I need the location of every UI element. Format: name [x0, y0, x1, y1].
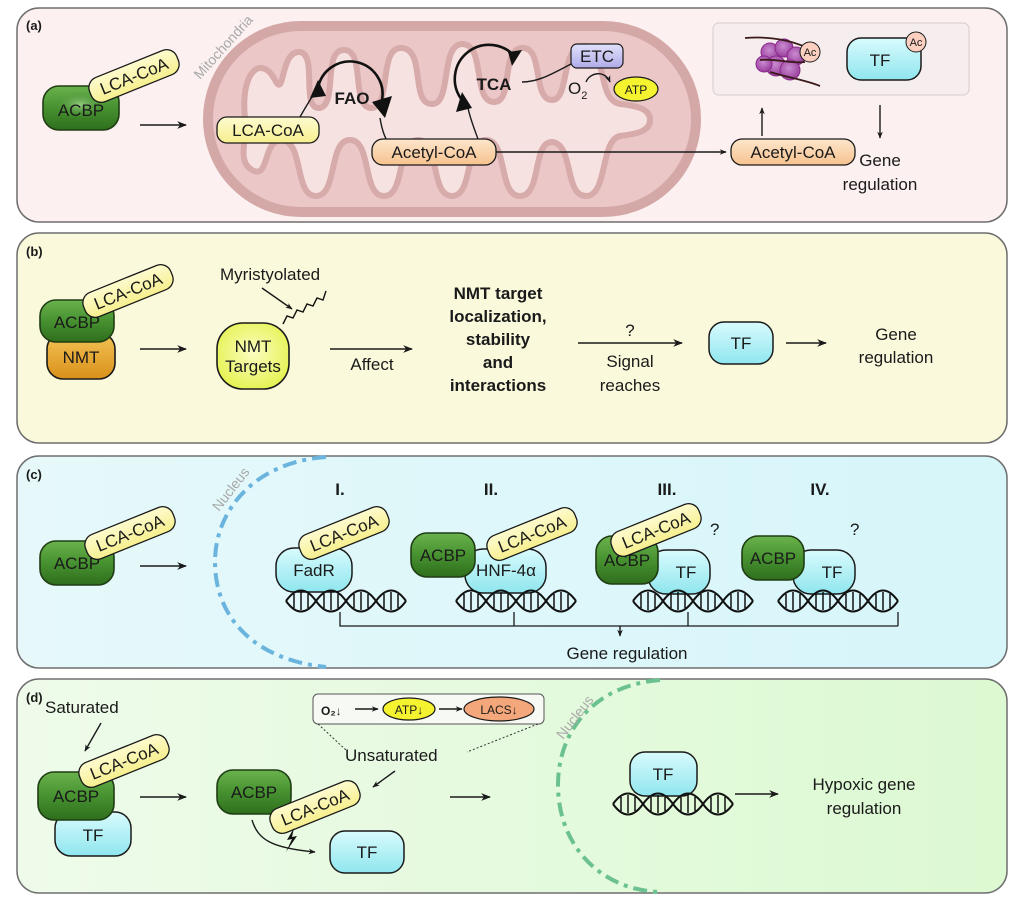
acbp-nmt-complex: NMT ACBP LCA-CoA — [39, 264, 174, 380]
lacs-down — [463, 696, 535, 722]
fao-label: FAO — [335, 89, 370, 108]
svg-text:interactions: interactions — [450, 376, 546, 395]
svg-text:stability: stability — [466, 330, 531, 349]
atp-down-label: ATP↓ — [395, 703, 423, 717]
hnf4a-label: HNF-4α — [476, 561, 536, 580]
numeral-iv: IV. — [810, 480, 829, 499]
tf-release-arrow — [251, 819, 316, 855]
cristae — [240, 40, 654, 200]
atp-label: ATP — [625, 83, 647, 97]
nmt-targets-label-2: Targets — [225, 357, 281, 376]
lacs-down-label: LACS↓ — [480, 703, 517, 717]
fadr-label: FadR — [293, 561, 335, 580]
signal-label: Signal — [606, 352, 653, 371]
o2-label: O2 — [568, 79, 587, 102]
numeral-iii: III. — [658, 480, 677, 499]
question-mark-iii: ? — [710, 520, 719, 539]
regulation-label-b: regulation — [859, 348, 934, 367]
o2-down-label: O₂↓ — [321, 704, 342, 718]
panel-a-label: (a) — [26, 18, 42, 33]
acbp-label-d1: ACBP — [53, 787, 99, 806]
etc-label: ETC — [580, 47, 614, 66]
nmt-targets — [216, 322, 290, 390]
acbp-lca-complex-a: ACBP LCA-CoA — [42, 49, 180, 131]
panel-d: (d) Saturated TF ACBP LCA-CoA O₂↓ ATP↓ L… — [16, 678, 1008, 894]
gene-label-b: Gene — [875, 325, 917, 344]
lightning-icon — [286, 828, 297, 852]
lca-coa-inner-label: LCA-CoA — [232, 121, 304, 140]
atp-molecule — [613, 76, 659, 102]
lca-coa-inner — [216, 116, 320, 144]
acbp-label-iv: ACBP — [750, 549, 796, 568]
converging-bracket — [339, 612, 899, 627]
acetyl-coa-outer-label: Acetyl-CoA — [750, 143, 836, 162]
regulation-label-a: regulation — [843, 175, 918, 194]
acbp-label-b: ACBP — [54, 313, 100, 332]
case-iii: III. TF ACBP LCA-CoA ? — [595, 480, 754, 613]
panel-d-label: (d) — [26, 690, 43, 705]
numeral-i: I. — [335, 480, 344, 499]
tf-b — [708, 321, 774, 365]
atp-down — [382, 697, 436, 721]
nucleus-envelope-d — [555, 678, 661, 894]
fao-cycle: FAO — [310, 60, 392, 118]
nmt-effects-text: NMT target localization, stability and i… — [449, 284, 546, 395]
ac-histone-label: Ac — [804, 47, 817, 59]
nmt-targets-label-1: NMT — [235, 337, 272, 356]
panel-b-frame — [16, 232, 1008, 444]
acbp-label-d2: ACBP — [231, 783, 277, 802]
panel-b: (b) NMT ACBP LCA-CoA Myristyolated NMT T… — [16, 232, 1008, 444]
tf-label-b: TF — [731, 334, 752, 353]
tca-cycle: TCA — [453, 43, 522, 112]
nmt-label: NMT — [63, 348, 100, 367]
tf-label-d3: TF — [653, 765, 674, 784]
tf-acetylated — [846, 37, 922, 81]
panel-c: (c) Nucleus ACBP LCA-CoA I. FadR LCA-CoA — [16, 455, 1008, 669]
numeral-ii: II. — [484, 480, 498, 499]
question-mark-b: ? — [625, 321, 634, 340]
histone-nucleosome: Ac — [744, 36, 821, 87]
hypoxic-gene-label: Hypoxic gene — [812, 775, 915, 794]
reaches-label: reaches — [600, 376, 660, 395]
panel-b-label: (b) — [26, 244, 43, 259]
hypoxic-regulation-label: regulation — [827, 799, 902, 818]
tf-released — [329, 830, 405, 874]
tf-label-d1: TF — [83, 826, 104, 845]
svg-text:NMT target: NMT target — [454, 284, 543, 303]
tf-label-iv: TF — [822, 563, 843, 582]
acbp-label-c: ACBP — [54, 554, 100, 573]
tf-label-iii: TF — [676, 563, 697, 582]
myristoylated-label: Myristyolated — [220, 265, 320, 284]
acetyl-coa-outer — [730, 138, 856, 166]
acbp-label-ii: ACBP — [420, 546, 466, 565]
tf-label-a: TF — [870, 51, 891, 70]
acbp-label-iii: ACBP — [604, 551, 650, 570]
myristoyl-chain — [282, 290, 327, 325]
svg-text:localization,: localization, — [449, 307, 546, 326]
hypoxia-cascade: O₂↓ ATP↓ LACS↓ — [312, 693, 545, 725]
tf-label-d2: TF — [357, 843, 378, 862]
svg-text:and: and — [483, 353, 513, 372]
lca-coa-molecule — [88, 49, 180, 103]
acetyl-coa-inner-label: Acetyl-CoA — [391, 143, 477, 162]
unsaturated-label: Unsaturated — [345, 746, 438, 765]
affect-label: Affect — [350, 355, 393, 374]
acetylation-box — [712, 22, 970, 96]
gene-label-a: Gene — [859, 151, 901, 170]
etc-complex — [570, 43, 624, 69]
question-mark-iv: ? — [850, 520, 859, 539]
mitochondrion: Mitochondria — [190, 12, 701, 217]
tca-label: TCA — [477, 75, 512, 94]
case-iv: IV. TF ACBP ? — [741, 480, 899, 613]
gene-regulation-label-c: Gene regulation — [567, 644, 688, 663]
acbp-tf-complex: TF ACBP LCA-CoA — [37, 734, 170, 857]
panel-a: (a) Mitochondria ACBP LCA-CoA LCA-CoA — [16, 7, 1008, 223]
acbp-label: ACBP — [58, 101, 104, 120]
saturated-label: Saturated — [45, 698, 119, 717]
panel-c-label: (c) — [26, 467, 42, 482]
nucleus-envelope-c — [212, 455, 327, 669]
ac-tf-label: Ac — [910, 37, 923, 49]
